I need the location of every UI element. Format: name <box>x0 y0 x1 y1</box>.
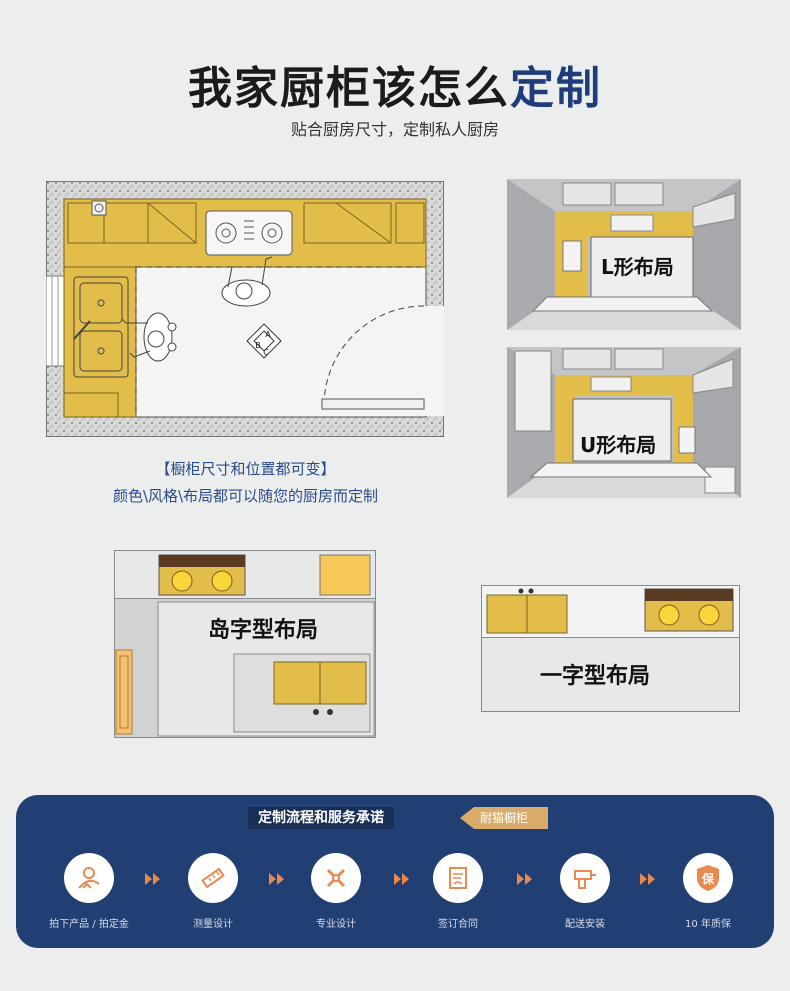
title-accent: 定制 <box>510 63 602 114</box>
chevron-right-icon <box>145 873 160 885</box>
contract-icon <box>433 853 483 903</box>
floorplan-caption-line2: 颜色\风格\布局都可以随您的厨房而定制 <box>112 487 379 505</box>
drill-icon <box>560 853 610 903</box>
step-label: 专业设计 <box>316 919 356 930</box>
linear-layout-illustration <box>481 585 740 712</box>
kitchen-floorplan: A B C <box>46 181 444 437</box>
chevron-right-icon <box>517 873 532 885</box>
chevron-right-icon <box>269 873 284 885</box>
pencil-ruler-icon <box>311 853 361 903</box>
step-label: 拍下产品 / 拍定金 <box>49 919 129 930</box>
shield-icon-text: 保 <box>701 871 715 886</box>
title-main: 我家厨柜该怎么 <box>188 63 510 114</box>
chevron-right-icon <box>640 873 655 885</box>
step-measure: 测量设计 <box>158 853 268 930</box>
step-install: 配送安装 <box>530 853 640 930</box>
step-warranty: 保 10 年质保 <box>653 853 763 930</box>
step-contract: 签订合同 <box>403 853 513 930</box>
island-layout-label: 岛字型布局 <box>208 618 319 643</box>
brand-badge: 耐猫橱柜 <box>460 807 548 829</box>
shield-icon: 保 <box>683 853 733 903</box>
l-layout-illustration <box>507 179 741 330</box>
step-label: 10 年质保 <box>685 919 731 930</box>
page-title: 我家厨柜该怎么定制 <box>0 52 790 116</box>
tile-letter-b: B <box>255 341 261 350</box>
step-deposit: 拍下产品 / 拍定金 <box>34 853 144 930</box>
l-layout-label: L形布局 <box>601 255 674 279</box>
chevron-right-icon <box>394 873 409 885</box>
tile-letter-c: C <box>263 348 269 357</box>
step-label: 签订合同 <box>438 919 478 930</box>
service-title: 定制流程和服务承诺 <box>248 807 394 829</box>
floorplan-caption-line1: 【橱柜尺寸和位置都可变】 <box>155 460 336 478</box>
step-label: 测量设计 <box>193 919 233 930</box>
person-check-icon <box>64 853 114 903</box>
island-layout-illustration <box>114 550 376 738</box>
u-layout-label: U形布局 <box>580 433 657 457</box>
step-label: 配送安装 <box>565 919 605 930</box>
page-subtitle: 贴合厨房尺寸，定制私人厨房 <box>290 120 499 139</box>
tile-letter-a: A <box>265 330 271 339</box>
ruler-icon <box>188 853 238 903</box>
linear-layout-label: 一字型布局 <box>540 664 651 689</box>
u-layout-illustration <box>507 347 741 498</box>
step-design: 专业设计 <box>281 853 391 930</box>
service-panel: 定制流程和服务承诺 耐猫橱柜 拍下产品 / 拍定金 测量设计 专业设计 签订合同 <box>16 795 774 948</box>
